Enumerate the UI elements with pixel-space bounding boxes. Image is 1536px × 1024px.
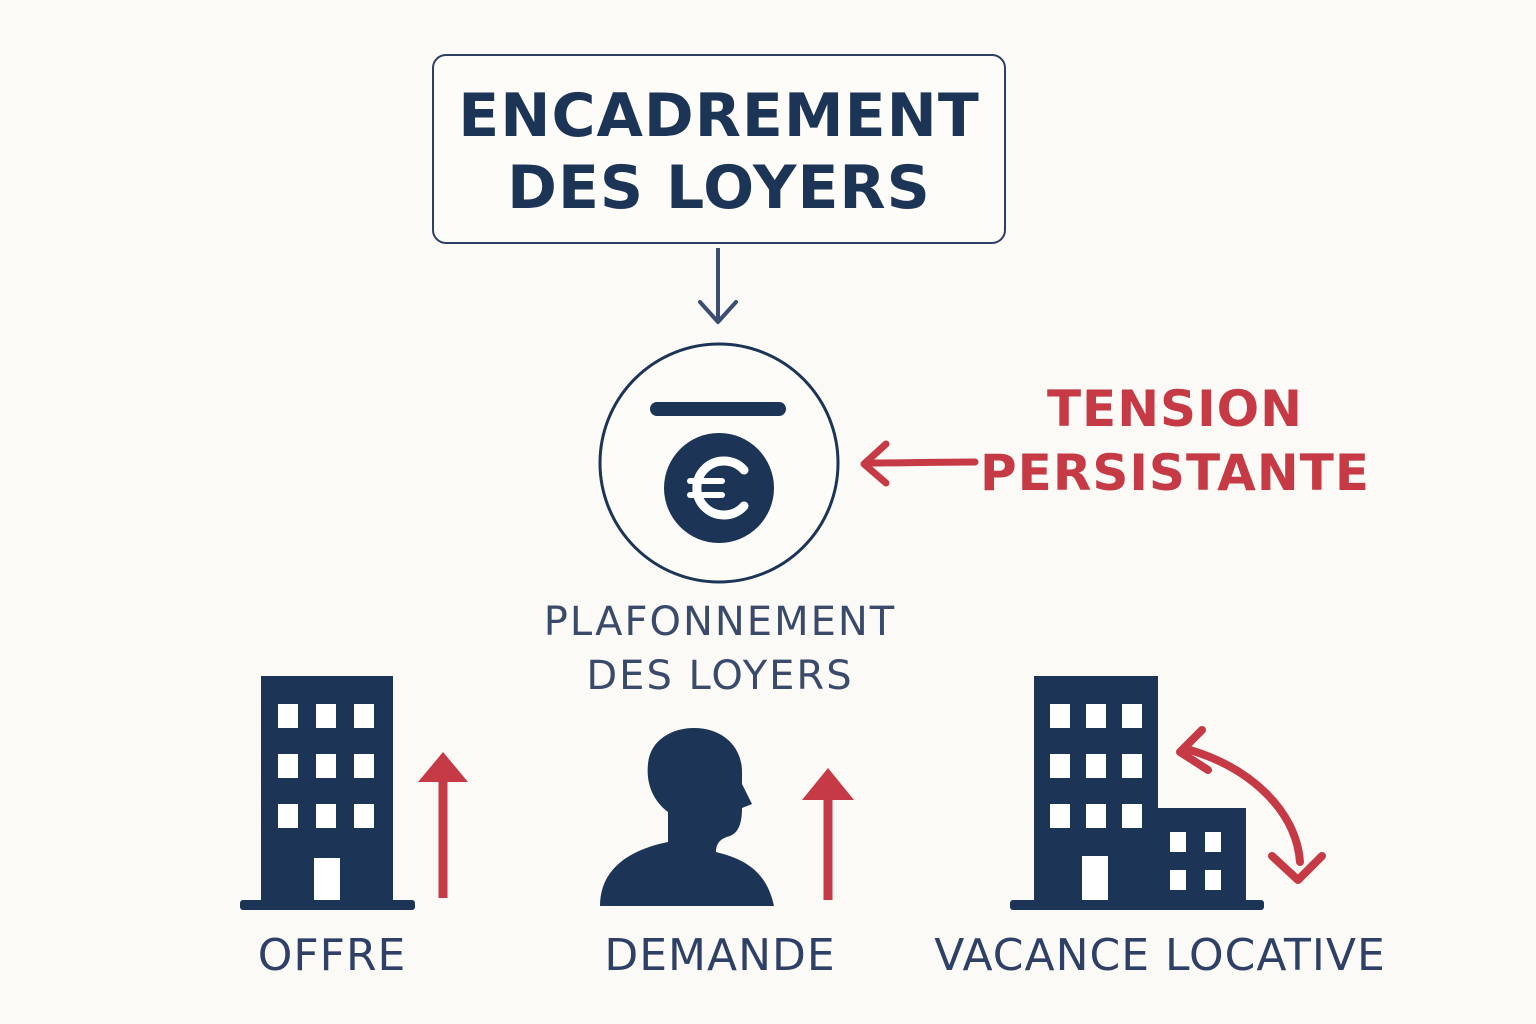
curved-double-arrow-icon [1176,726,1326,884]
title-box: ENCADREMENT DES LOYERS [432,54,1006,244]
person-icon [600,728,774,906]
euro-icon [598,342,840,584]
tension-label-line-1: TENSION [1046,380,1304,438]
offre-label: OFFRE [257,930,407,981]
left-arrow-icon [860,440,979,487]
down-arrow-icon [698,248,738,324]
demande-label: DEMANDE [604,930,836,981]
up-arrow-icon [802,768,854,900]
center-caption-line-1: PLAFONNEMENT [543,599,897,645]
title-line-1: ENCADREMENT [458,81,980,151]
tension-label-line-2: PERSISTANTE [980,444,1370,502]
vacance-label: VACANCE LOCATIVE [934,930,1386,981]
up-arrow-icon [418,752,468,898]
title-line-2: DES LOYERS [507,153,931,223]
building-icon [240,676,415,910]
center-caption-line-2: DES LOYERS [586,653,854,699]
buildings-icon [1010,676,1264,910]
